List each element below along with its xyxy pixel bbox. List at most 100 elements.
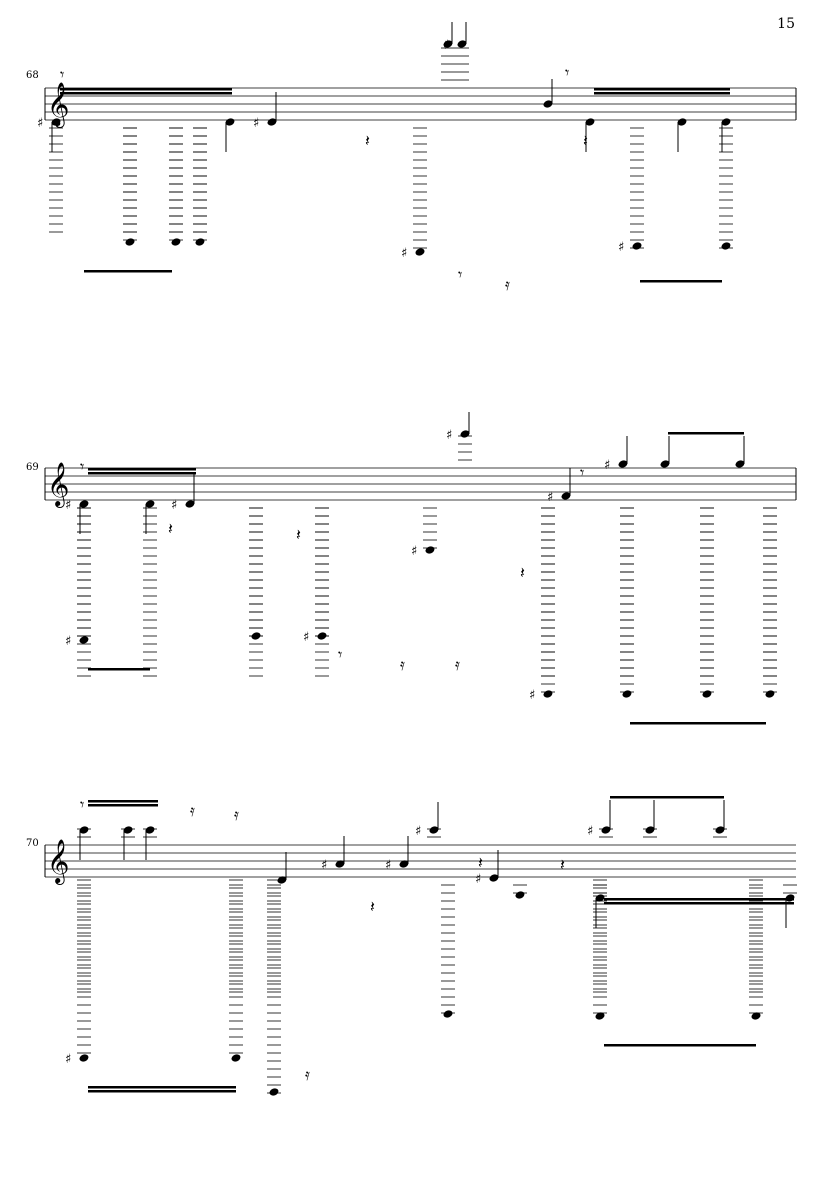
rest-icon: 𝄽	[560, 855, 565, 874]
beam	[610, 796, 724, 799]
rest-icon: 𝄾	[565, 63, 569, 82]
beam	[88, 804, 158, 807]
notehead	[443, 1010, 453, 1018]
notehead	[677, 118, 687, 126]
notehead	[721, 242, 731, 250]
notehead	[715, 826, 725, 834]
notehead	[399, 860, 409, 868]
rest-icon: 𝄽	[520, 563, 525, 582]
beam	[88, 468, 196, 471]
notehead	[561, 492, 571, 500]
notehead	[595, 1012, 605, 1020]
notehead	[79, 500, 89, 508]
beam	[604, 902, 794, 905]
notehead	[660, 460, 670, 468]
notehead	[269, 1088, 279, 1096]
sharp-icon: ♯	[604, 458, 610, 473]
beam	[88, 1086, 236, 1089]
sharp-icon: ♯	[303, 630, 309, 645]
rest-icon: 𝄽	[583, 131, 588, 150]
beam	[88, 800, 158, 803]
rest-icon: 𝄾	[338, 645, 342, 664]
measure-number-70: 70	[26, 838, 39, 849]
sharp-icon: ♯	[385, 858, 391, 873]
beam	[88, 668, 150, 671]
notehead	[443, 40, 453, 48]
notehead	[543, 690, 553, 698]
sharp-icon: ♯	[411, 544, 417, 559]
notehead	[125, 238, 135, 246]
sharp-icon: ♯	[443, 38, 449, 53]
beam	[84, 270, 172, 273]
sharp-icon: ♯	[253, 116, 259, 131]
beam	[88, 472, 196, 475]
beam	[604, 1044, 756, 1047]
beam	[640, 280, 722, 283]
notehead	[645, 826, 655, 834]
rest-icon: 𝄾	[80, 457, 84, 476]
rest-icon: 𝄽	[168, 519, 173, 538]
notehead	[123, 826, 133, 834]
beam	[594, 92, 730, 95]
rest-icon: 𝄾	[60, 65, 64, 84]
sharp-icon: ♯	[65, 1052, 71, 1067]
sharp-icon: ♯	[547, 490, 553, 505]
rest-icon: 𝄾	[580, 463, 584, 482]
rest-icon: 𝄿	[190, 801, 195, 820]
notehead	[702, 690, 712, 698]
notehead	[618, 460, 628, 468]
notehead	[171, 238, 181, 246]
notehead	[543, 100, 553, 108]
sharp-icon: ♯	[618, 240, 624, 255]
beam	[668, 432, 744, 435]
rest-icon: 𝄿	[400, 655, 405, 674]
beam	[604, 898, 794, 901]
sharp-icon: ♯	[37, 116, 43, 131]
rest-icon: 𝄿	[305, 1065, 310, 1084]
notehead	[585, 118, 595, 126]
beam	[60, 92, 232, 95]
treble-clef-icon: 𝄞	[47, 839, 69, 885]
sharp-icon: ♯	[401, 246, 407, 261]
rest-icon: 𝄿	[505, 275, 510, 294]
sharp-icon: ♯	[415, 824, 421, 839]
measure-number-68: 68	[26, 70, 39, 81]
rest-icon: 𝄿	[455, 655, 460, 674]
notehead	[79, 636, 89, 644]
notehead	[79, 1054, 89, 1062]
notehead	[622, 690, 632, 698]
notehead	[601, 826, 611, 834]
rest-icon: 𝄿	[234, 805, 239, 824]
notehead	[51, 118, 61, 126]
notehead	[425, 546, 435, 554]
notehead	[145, 826, 155, 834]
notehead	[267, 118, 277, 126]
sharp-icon: ♯	[171, 498, 177, 513]
sharp-icon: ♯	[65, 498, 71, 513]
notehead	[185, 500, 195, 508]
beam	[630, 722, 766, 725]
notehead	[429, 826, 439, 834]
rest-icon: 𝄽	[478, 853, 483, 872]
rest-icon: 𝄽	[296, 525, 301, 544]
sharp-icon: ♯	[321, 858, 327, 873]
notehead	[277, 876, 287, 884]
sharp-icon: ♯	[446, 428, 452, 443]
notehead	[632, 242, 642, 250]
beam	[60, 88, 232, 91]
notehead	[335, 860, 345, 868]
rest-icon: 𝄾	[80, 795, 84, 814]
rest-icon: 𝄾	[458, 265, 462, 284]
notehead	[145, 500, 155, 508]
notehead	[225, 118, 235, 126]
notehead	[195, 238, 205, 246]
notehead	[515, 891, 525, 899]
sharp-icon: ♯	[65, 634, 71, 649]
notehead	[415, 248, 425, 256]
notehead	[735, 460, 745, 468]
beam	[88, 1090, 236, 1093]
sharp-icon: ♯	[475, 872, 481, 887]
rest-icon: 𝄽	[370, 897, 375, 916]
notehead	[765, 690, 775, 698]
